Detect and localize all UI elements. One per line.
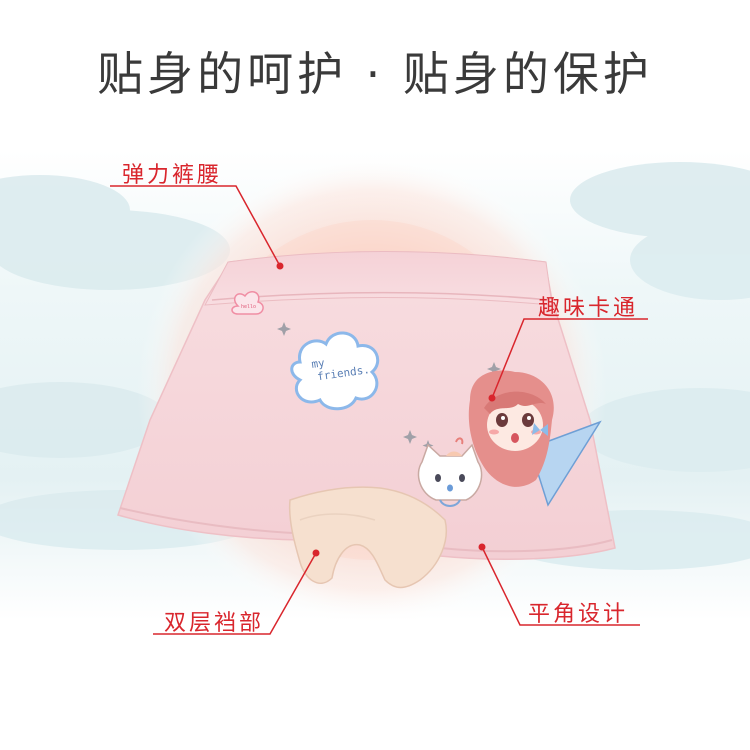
callout-label-crotch: 双层裆部 [164, 611, 265, 636]
cartoon-cat-print [417, 437, 483, 507]
page-title: 贴身的呵护 · 贴身的保护 [97, 47, 653, 101]
callout-label-waistband: 弹力裤腰 [122, 163, 223, 188]
callout-label-boxer: 平角设计 [528, 602, 629, 627]
callout-label-cartoon: 趣味卡通 [538, 296, 639, 321]
my-friends-cloud-print: my friends. [290, 331, 380, 411]
svg-text:hello: hello [241, 304, 256, 310]
